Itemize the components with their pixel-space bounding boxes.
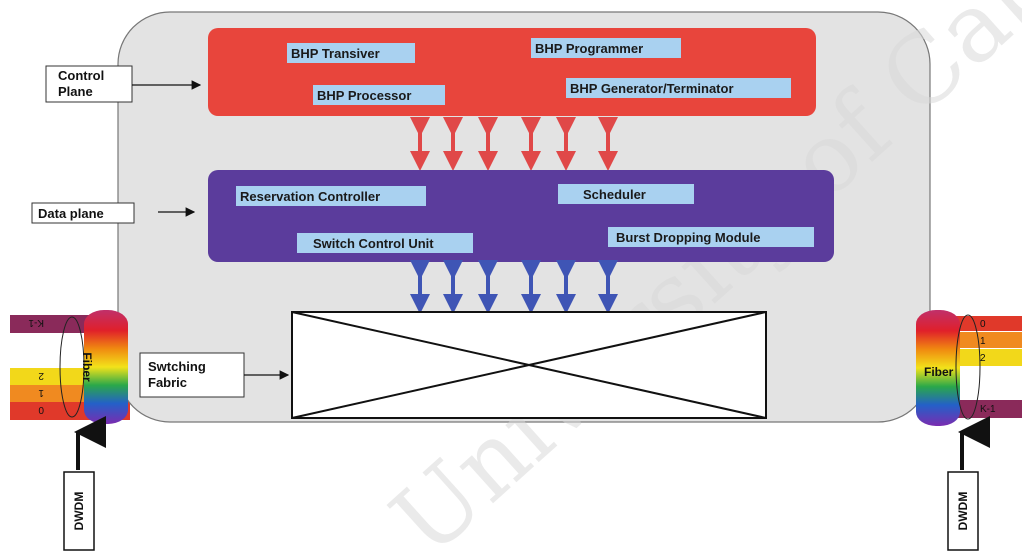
right-dwdm-box (947, 471, 979, 551)
module-bhp-processor: BHP Processor (317, 88, 411, 103)
module-scheduler: Scheduler (583, 187, 646, 202)
left-channel-label-2: 2 (38, 370, 44, 381)
control-data-arrows (410, 117, 618, 171)
left-channel-label-k1: K-1 (28, 317, 44, 328)
module-chip (287, 43, 415, 63)
right-channel-label-0: 0 (980, 319, 986, 330)
module-bhp-transiver: BHP Transiver (291, 46, 380, 61)
data-plane-label: Data plane (38, 206, 104, 221)
data-plane-callout: Data plane (31, 202, 196, 224)
left-channel-label-1: 1 (38, 387, 44, 398)
module-chip (236, 186, 426, 206)
right-dwdm-label: DWDM (956, 492, 970, 531)
left-dwdm-label: DWDM (72, 492, 86, 531)
data-plane-label-box (31, 202, 135, 224)
control-plane-callout: Control Plane (45, 65, 202, 103)
right-fiber-label: Fiber (924, 365, 954, 379)
module-burst-dropping-module: Burst Dropping Module (616, 230, 760, 245)
module-reservation-controller: Reservation Controller (240, 189, 380, 204)
control-plane-label-line2: Plane (58, 84, 93, 99)
left-dwdm: DWDM (63, 416, 106, 551)
right-fiber-bundle (916, 310, 960, 426)
control-plane-label-line1: Control (58, 68, 104, 83)
left-fiber-ring (59, 316, 85, 418)
module-chip (558, 184, 694, 204)
control-plane-label-box (45, 65, 133, 103)
switching-fabric-callout: Swtching Fabric (139, 352, 290, 398)
switching-fabric-label-box (139, 352, 245, 398)
right-dwdm: DWDM (947, 416, 990, 551)
module-switch-control-unit: Switch Control Unit (313, 236, 434, 251)
crossbar-line (291, 311, 767, 419)
left-fiber-label: Fiber (80, 352, 94, 382)
switching-fabric-label-line2: Fabric (148, 375, 187, 390)
module-chip (313, 85, 445, 105)
module-bhp-generator-terminator: BHP Generator/Terminator (570, 81, 734, 96)
left-dwdm-box (63, 471, 95, 551)
switching-fabric (291, 311, 767, 419)
module-bhp-programmer: BHP Programmer (535, 41, 643, 56)
left-fiber: Fiber K-1 2 1 0 (28, 310, 128, 424)
right-channel-label-2: 2 (980, 353, 986, 364)
right-fiber: Fiber 0 1 2 K-1 (916, 310, 996, 426)
left-fiber-bundle (84, 310, 128, 424)
data-plane-modules: Reservation Controller Scheduler Switch … (236, 184, 814, 253)
control-plane-box (208, 28, 816, 116)
left-channel-label-0: 0 (38, 404, 44, 415)
data-fabric-arrows (410, 260, 618, 314)
right-channel-label-k1: K-1 (980, 404, 996, 415)
module-chip (566, 78, 791, 98)
control-plane-modules: BHP Transiver BHP Programmer BHP Process… (287, 38, 791, 105)
module-chip (531, 38, 681, 58)
switching-fabric-label-line1: Swtching (148, 359, 206, 374)
module-chip (297, 233, 473, 253)
module-chip (608, 227, 814, 247)
right-channel-label-1: 1 (980, 336, 986, 347)
